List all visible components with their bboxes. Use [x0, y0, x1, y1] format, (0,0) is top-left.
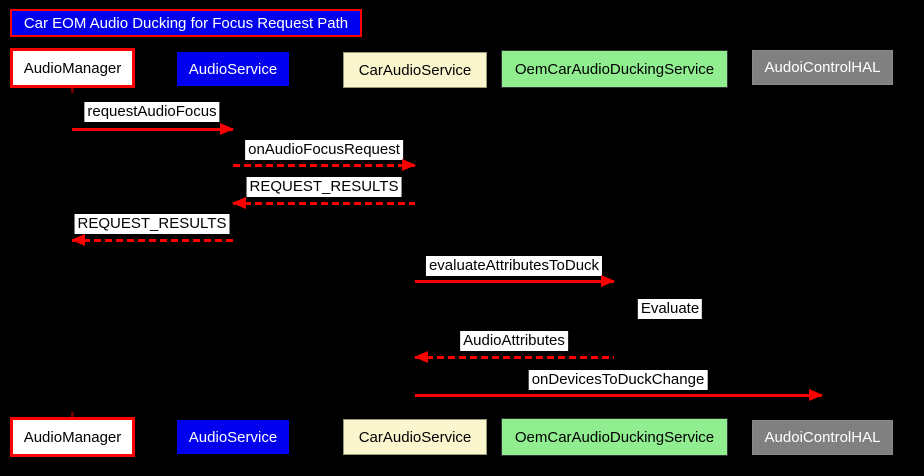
- message-label-audioattributes: AudioAttributes: [460, 331, 568, 351]
- message-label-evaluateattributestoduck: evaluateAttributesToDuck: [425, 256, 603, 276]
- participant-bottom-audiomanager: AudioManager: [10, 417, 135, 457]
- arrow-audioattributes: [414, 351, 614, 363]
- participant-bottom-oemcaraudioduckingservice: OemCarAudioDuckingService: [501, 418, 728, 456]
- arrow-requestaudiofocus: [72, 123, 234, 135]
- participant-bottom-caraudioservice: CarAudioService: [343, 419, 487, 455]
- participant-bottom-audioservice: AudioService: [177, 420, 289, 454]
- arrow-request-results-2: [71, 234, 233, 246]
- arrow-ondevicestoduckchange: [415, 389, 823, 401]
- arrow-evaluateattributestoduck: [415, 275, 615, 287]
- arrow-onaudiofocusrequest: [233, 159, 416, 171]
- message-label-evaluate: Evaluate: [637, 299, 703, 319]
- message-label-onaudiofocusrequest: onAudioFocusRequest: [245, 140, 403, 160]
- participant-top-audiomanager: AudioManager: [10, 48, 135, 88]
- message-label-ondevicestoduckchange: onDevicesToDuckChange: [528, 370, 708, 390]
- diagram-title: Car EOM Audio Ducking for Focus Request …: [10, 9, 362, 37]
- message-label-requestaudiofocus: requestAudioFocus: [84, 102, 220, 122]
- message-label-request-results-1: REQUEST_RESULTS: [246, 177, 402, 197]
- participant-top-caraudioservice: CarAudioService: [343, 52, 487, 88]
- participant-top-audioservice: AudioService: [177, 52, 289, 86]
- lifeline-stub-top: [71, 88, 74, 93]
- message-label-request-results-2: REQUEST_RESULTS: [74, 214, 230, 234]
- participant-top-audoicontrolhal: AudoiControlHAL: [752, 50, 893, 85]
- arrow-request-results-1: [232, 197, 415, 209]
- participant-bottom-audoicontrolhal: AudoiControlHAL: [752, 420, 893, 455]
- lifeline-stub-bottom: [71, 412, 74, 417]
- participant-top-oemcaraudioduckingservice: OemCarAudioDuckingService: [501, 50, 728, 88]
